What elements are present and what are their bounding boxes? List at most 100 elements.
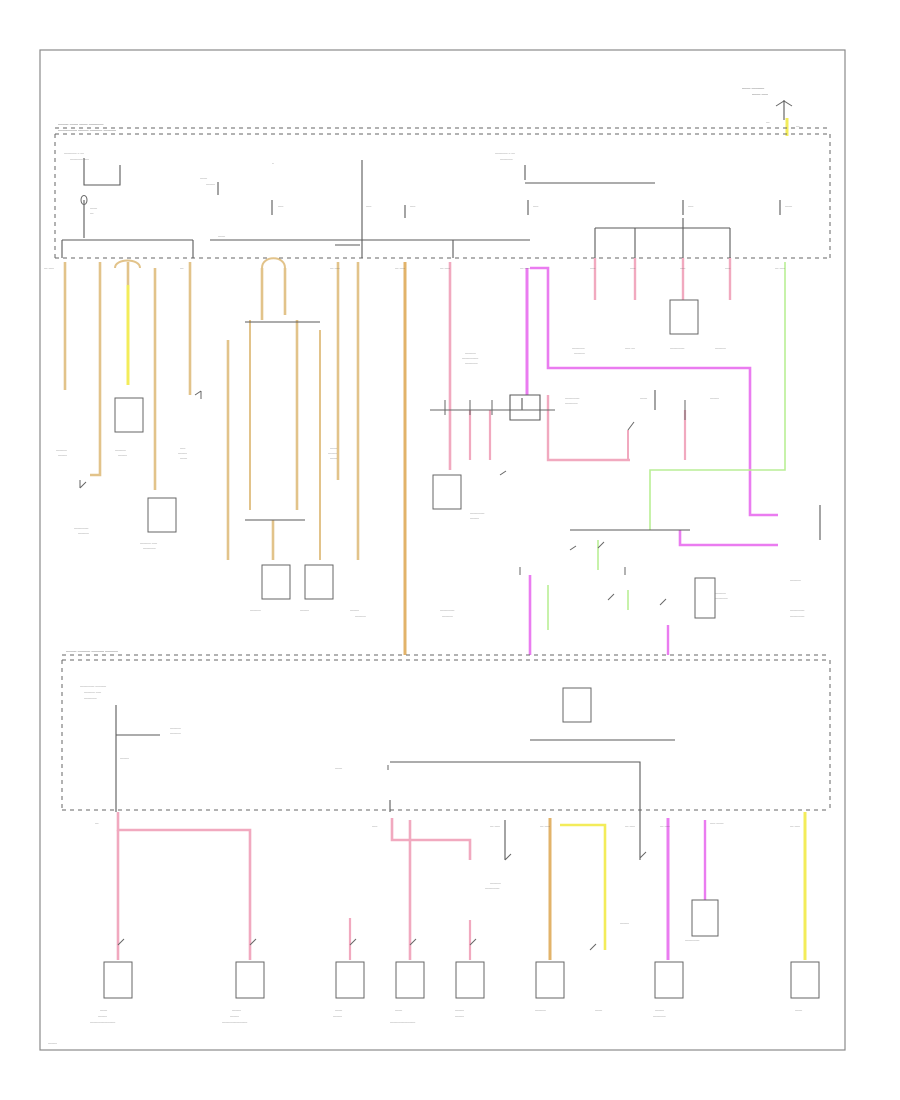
svg-text:╌╌╌╌╌: ╌╌╌╌╌ bbox=[350, 609, 359, 613]
svg-text:╌╌╌╌ ╌╌╌╌╌╌: ╌╌╌╌ ╌╌╌╌╌╌ bbox=[742, 87, 764, 91]
svg-text:╌╌╌╌: ╌╌╌╌ bbox=[595, 1009, 602, 1013]
svg-text:╌╌╌╌╌╌╌╌ ╌╌╌╌╌╌: ╌╌╌╌╌╌╌╌ ╌╌╌╌╌╌ bbox=[80, 685, 106, 689]
svg-text:╌╌╌╌: ╌╌╌╌ bbox=[335, 1009, 342, 1013]
svg-text:╌╌╌: ╌╌╌ bbox=[180, 447, 186, 451]
svg-text:╌╌ ╌╌╌: ╌╌ ╌╌╌ bbox=[44, 267, 54, 271]
svg-text:╌╌ ╌╌╌: ╌╌ ╌╌╌ bbox=[330, 267, 340, 271]
svg-text:╌╌╌╌╌: ╌╌╌╌╌ bbox=[178, 452, 187, 456]
svg-text:╌╌ ╌╌╌: ╌╌ ╌╌╌ bbox=[395, 267, 405, 271]
svg-text:╌╌╌: ╌╌╌ bbox=[366, 205, 372, 209]
svg-text:╌╌╌╌ ╌╌╌: ╌╌╌╌ ╌╌╌ bbox=[752, 93, 768, 97]
svg-text:╌╌ ╌╌╌: ╌╌ ╌╌╌ bbox=[625, 825, 635, 829]
upper-branch-wires bbox=[63, 257, 821, 655]
svg-text:╌╌╌╌╌╌: ╌╌╌╌╌╌ bbox=[170, 732, 181, 736]
svg-text:╌╌╌╌╌: ╌╌╌╌╌ bbox=[710, 397, 719, 401]
svg-text:╌╌╌╌╌╌╌╌: ╌╌╌╌╌╌╌╌ bbox=[685, 939, 700, 943]
svg-text:╌╌ ╌╌╌: ╌╌ ╌╌╌ bbox=[490, 825, 500, 829]
svg-text:╌╌╌╌╌╌╌: ╌╌╌╌╌╌╌ bbox=[84, 697, 97, 701]
svg-text:╌╌╌: ╌╌╌ bbox=[278, 205, 284, 209]
svg-text:╌╌ ╌╌╌: ╌╌ ╌╌╌ bbox=[775, 267, 785, 271]
svg-text:╌╌╌╌╌: ╌╌╌╌╌ bbox=[470, 517, 479, 521]
svg-text:╌╌╌╌╌: ╌╌╌╌╌ bbox=[655, 1009, 664, 1013]
middle-components bbox=[79, 299, 716, 723]
svg-text:╌╌╌╌: ╌╌╌╌ bbox=[395, 1009, 402, 1013]
svg-text:╌╌╌╌╌╌: ╌╌╌╌╌╌ bbox=[56, 449, 67, 453]
top-reference-connector: ╌╌╌╌ ╌╌╌╌╌╌ ╌╌╌╌ ╌╌╌ ╌╌ ╌╌ bbox=[742, 87, 800, 136]
svg-text:╌╌╌╌╌╌: ╌╌╌╌╌╌ bbox=[490, 882, 501, 886]
svg-text:╌╌╌╌╌╌╌╌╌ ╌╌╌╌╌ ╌╌╌╌╌╌ ╌╌╌╌╌╌: ╌╌╌╌╌╌╌╌╌ ╌╌╌╌╌ ╌╌╌╌╌╌ ╌╌╌╌╌╌ bbox=[58, 129, 116, 133]
svg-text:╌╌╌╌: ╌╌╌╌ bbox=[180, 457, 187, 461]
svg-text:╌╌╌: ╌╌╌ bbox=[630, 267, 636, 271]
svg-text:╌╌╌: ╌╌╌ bbox=[410, 205, 416, 209]
svg-text:╌╌╌: ╌╌╌ bbox=[688, 205, 694, 209]
svg-text:╌╌╌╌╌: ╌╌╌╌╌ bbox=[232, 1009, 241, 1013]
svg-text:╌╌╌: ╌╌╌ bbox=[725, 267, 731, 271]
lower-branch-wires bbox=[116, 812, 807, 960]
svg-text:╌╌╌╌╌: ╌╌╌╌╌ bbox=[98, 1015, 107, 1019]
svg-text:╌╌╌╌╌╌╌: ╌╌╌╌╌╌╌ bbox=[565, 402, 578, 406]
lower-components bbox=[103, 851, 820, 999]
svg-text:╌╌╌╌╌╌╌╌: ╌╌╌╌╌╌╌╌ bbox=[670, 347, 685, 351]
svg-text:╌╌╌╌╌: ╌╌╌╌╌ bbox=[455, 1015, 464, 1019]
svg-text:╌╌╌╌: ╌╌╌╌ bbox=[90, 207, 97, 211]
svg-text:╌╌╌ ╌╌: ╌╌╌ ╌╌ bbox=[625, 347, 635, 351]
svg-text:╌╌╌╌╌╌: ╌╌╌╌╌╌ bbox=[250, 609, 261, 613]
svg-text:╌╌╌╌╌╌╌ ╌ ╌╌: ╌╌╌╌╌╌╌ ╌ ╌╌ bbox=[495, 152, 515, 156]
svg-text:╌╌╌: ╌╌╌ bbox=[372, 825, 378, 829]
svg-text:╌╌╌╌╌: ╌╌╌╌╌ bbox=[455, 1009, 464, 1013]
fuse-drops: ╌╌╌ ╌╌╌ ╌╌╌ ╌╌╌ ╌╌╌ ╌╌╌╌ bbox=[271, 160, 792, 258]
svg-text:╌╌╌╌╌╌: ╌╌╌╌╌╌ bbox=[355, 615, 366, 619]
svg-text:╌╌╌╌: ╌╌╌╌ bbox=[218, 235, 225, 239]
svg-text:╌╌╌╌╌╌: ╌╌╌╌╌╌ bbox=[574, 352, 585, 356]
svg-text:╌╌╌╌╌╌: ╌╌╌╌╌╌ bbox=[170, 727, 181, 731]
middle-labels: ╌╌╌╌╌╌ ╌╌╌╌╌ ╌╌╌╌╌╌ ╌╌╌╌╌ ╌╌╌ ╌╌╌╌╌ ╌╌╌╌… bbox=[56, 347, 805, 619]
svg-text:╌╌╌╌╌: ╌╌╌╌╌ bbox=[230, 1015, 239, 1019]
lower-labels: ╌╌╌╌ ╌╌╌╌╌ ╌╌╌╌╌╌╌╌╌╌╌╌╌╌ ╌╌╌╌╌ ╌╌╌╌╌ ╌╌… bbox=[48, 822, 802, 1046]
svg-text:╌╌╌╌╌╌╌╌╌: ╌╌╌╌╌╌╌╌╌ bbox=[462, 357, 478, 361]
svg-text:╌╌╌╌╌╌╌╌: ╌╌╌╌╌╌╌╌ bbox=[440, 609, 455, 613]
svg-text:╌╌╌╌╌╌╌: ╌╌╌╌╌╌╌ bbox=[143, 547, 156, 551]
svg-text:╌╌╌ ╌╌╌╌: ╌╌╌ ╌╌╌╌ bbox=[710, 822, 724, 826]
svg-text:╌╌ ╌╌╌: ╌╌ ╌╌╌ bbox=[660, 825, 670, 829]
svg-text:╌╌╌╌╌╌╌╌╌╌╌╌╌╌: ╌╌╌╌╌╌╌╌╌╌╌╌╌╌ bbox=[390, 1021, 415, 1025]
svg-text:╌╌╌╌╌╌: ╌╌╌╌╌╌ bbox=[78, 532, 89, 536]
svg-text:╌╌╌╌╌╌ ╌╌╌: ╌╌╌╌╌╌ ╌╌╌ bbox=[140, 542, 157, 546]
svg-text:╌╌╌╌: ╌╌╌╌ bbox=[640, 397, 647, 401]
svg-text:╌: ╌ bbox=[272, 162, 274, 166]
svg-text:╌╌╌╌╌╌╌: ╌╌╌╌╌╌╌ bbox=[500, 158, 513, 162]
svg-text:╌╌╌╌╌: ╌╌╌╌╌ bbox=[300, 609, 309, 613]
svg-text:╌╌╌: ╌╌╌ bbox=[680, 267, 686, 271]
svg-text:╌╌╌╌: ╌╌╌╌ bbox=[330, 447, 337, 451]
svg-text:╌╌╌╌╌: ╌╌╌╌╌ bbox=[333, 1015, 342, 1019]
bus-connector-labels: ╌╌ ╌╌╌ ╌╌ ╌╌ ╌╌╌ ╌╌ ╌╌╌ ╌╌ ╌╌╌ ╌╌ ╌╌╌ ╌╌… bbox=[44, 267, 800, 829]
svg-text:╌╌╌╌╌╌: ╌╌╌╌╌╌ bbox=[442, 615, 453, 619]
svg-text:╌╌╌╌╌╌: ╌╌╌╌╌╌ bbox=[115, 449, 126, 453]
svg-text:╌╌: ╌╌ bbox=[766, 121, 770, 125]
svg-text:╌╌╌╌╌: ╌╌╌╌╌ bbox=[206, 183, 215, 187]
svg-text:╌╌╌: ╌╌╌ bbox=[533, 205, 539, 209]
svg-text:╌╌╌╌╌: ╌╌╌╌╌ bbox=[328, 452, 337, 456]
svg-text:╌╌ ╌╌╌: ╌╌ ╌╌╌ bbox=[540, 825, 550, 829]
svg-text:╌╌╌╌╌╌: ╌╌╌╌╌╌ bbox=[465, 352, 476, 356]
svg-text:╌╌╌╌╌╌╌╌: ╌╌╌╌╌╌╌╌ bbox=[790, 609, 805, 613]
svg-text:╌╌╌╌╌: ╌╌╌╌╌ bbox=[120, 757, 129, 761]
svg-text:╌╌╌╌╌╌╌╌╌╌╌╌╌╌: ╌╌╌╌╌╌╌╌╌╌╌╌╌╌ bbox=[90, 1021, 115, 1025]
svg-text:╌╌╌╌: ╌╌╌╌ bbox=[330, 457, 337, 461]
svg-text:╌╌╌╌╌╌: ╌╌╌╌╌╌ bbox=[715, 347, 726, 351]
svg-text:╌╌╌╌╌╌╌ ╌ ╌╌: ╌╌╌╌╌╌╌ ╌ ╌╌ bbox=[64, 152, 84, 156]
svg-text:╌╌ ╌╌╌: ╌╌ ╌╌╌ bbox=[520, 267, 530, 271]
svg-text:╌╌: ╌╌ bbox=[90, 212, 94, 216]
svg-text:╌╌╌╌╌╌╌╌: ╌╌╌╌╌╌╌╌ bbox=[485, 887, 500, 891]
svg-text:╌╌╌╌: ╌╌╌╌ bbox=[795, 1009, 802, 1013]
svg-text:╌╌╌╌: ╌╌╌╌ bbox=[785, 205, 792, 209]
svg-text:╌╌: ╌╌ bbox=[796, 125, 800, 129]
svg-text:╌╌╌╌: ╌╌╌╌ bbox=[100, 1009, 107, 1013]
fuse-relay-block: ╌╌╌╌╌ ╌╌╌╌╌╌ ╌╌╌╌╌╌ ╌╌╌╌╌╌ ╌╌╌╌╌╌╌╌ ╌╌╌╌… bbox=[61, 650, 831, 812]
svg-text:╌╌╌╌╌: ╌╌╌╌╌ bbox=[48, 1042, 57, 1046]
svg-text:╌╌╌╌╌╌: ╌╌╌╌╌╌ bbox=[535, 1009, 546, 1013]
svg-text:╌╌╌╌╌╌: ╌╌╌╌╌╌ bbox=[790, 579, 801, 583]
svg-text:╌╌╌╌╌╌╌╌: ╌╌╌╌╌╌╌╌ bbox=[565, 397, 580, 401]
svg-text:╌╌╌╌╌╌╌: ╌╌╌╌╌╌╌ bbox=[653, 1015, 666, 1019]
svg-text:╌╌╌╌: ╌╌╌╌ bbox=[335, 767, 342, 771]
underhood-fuse-block: ╌╌╌╌╌ ╌╌╌╌ ╌╌╌╌ ╌╌╌╌╌╌╌ ╌╌╌╌╌╌╌╌╌ ╌╌╌╌╌ … bbox=[54, 123, 831, 259]
